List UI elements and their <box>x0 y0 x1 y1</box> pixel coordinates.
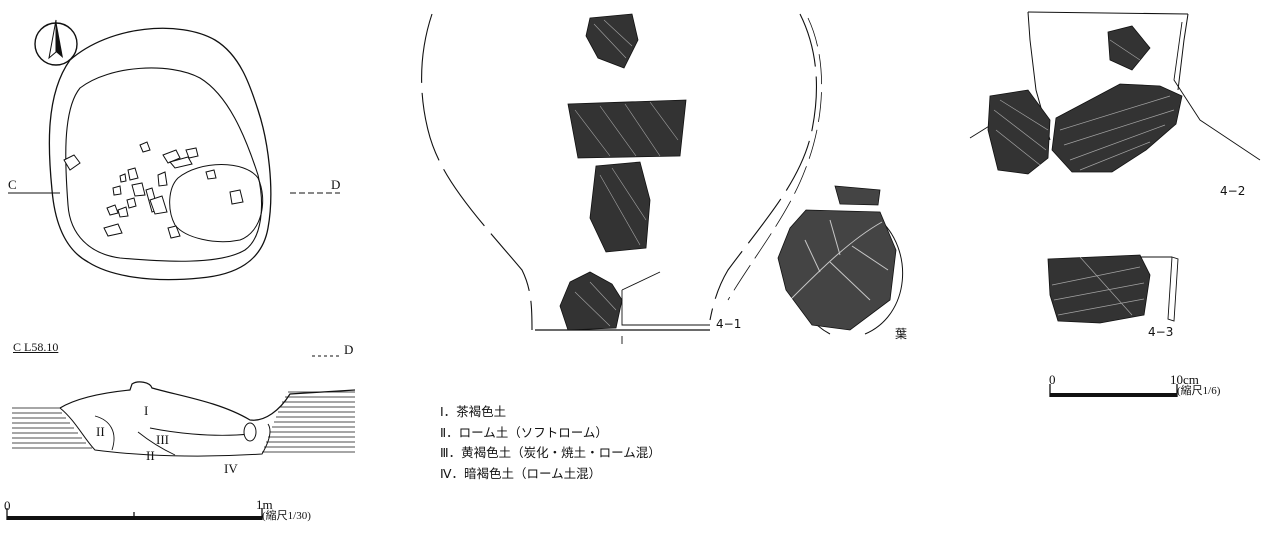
north-arrow-icon <box>34 19 78 66</box>
scale-bar-1m <box>6 508 263 520</box>
pit-outer-outline <box>48 27 272 281</box>
scale-2-end: 10cm <box>1170 372 1199 387</box>
vessel-4-1-drawing <box>421 13 904 344</box>
legend-item: Ⅳ．暗褐色土（ローム土混） <box>440 465 602 481</box>
layer-label-2: II <box>96 424 105 439</box>
pit-plan-drawing <box>8 19 340 281</box>
vessel-4-3-drawing <box>1047 254 1179 324</box>
profile-section-drawing <box>12 355 356 457</box>
scale-1-end: 1m <box>256 497 273 512</box>
scale-2-start: 0 <box>1049 372 1056 387</box>
layer-label-3: III <box>156 432 169 447</box>
leaf-impression-label: 葉 <box>895 327 908 341</box>
vessel-4-2-drawing <box>969 11 1261 175</box>
legend-item: Ⅱ．ローム土（ソフトローム） <box>440 424 608 440</box>
pit-inner-outline <box>65 67 263 262</box>
vessel-4-2-id: 4−2 <box>1220 184 1246 198</box>
section-label-c: C <box>8 177 17 192</box>
soil-layer-legend: Ⅰ．茶褐色土 Ⅱ．ローム土（ソフトローム） Ⅲ．黄褐色土（炭化・焼土・ローム混）… <box>440 402 661 484</box>
layer-label-4: II <box>146 448 155 463</box>
legend-item: Ⅰ．茶褐色土 <box>440 404 507 419</box>
section-label-d: D <box>331 177 341 192</box>
vessel-4-3-id: 4−3 <box>1148 325 1174 339</box>
vessel-4-1-id: 4−1 <box>716 317 742 331</box>
layer-label-5: IV <box>224 461 238 476</box>
legend-item: Ⅲ．黄褐色土（炭化・焼土・ローム混） <box>440 445 661 460</box>
profile-label-right: D <box>344 342 354 357</box>
scale-1-ratio: (縮尺1/30) <box>262 510 311 522</box>
layer-label-1: I <box>144 403 149 418</box>
scale-bar-10cm <box>1049 384 1178 397</box>
scale-2-ratio: (縮尺1/6) <box>1177 385 1221 397</box>
profile-label-left: C L58.10 <box>13 340 59 354</box>
scale-1-start: 0 <box>4 498 11 513</box>
